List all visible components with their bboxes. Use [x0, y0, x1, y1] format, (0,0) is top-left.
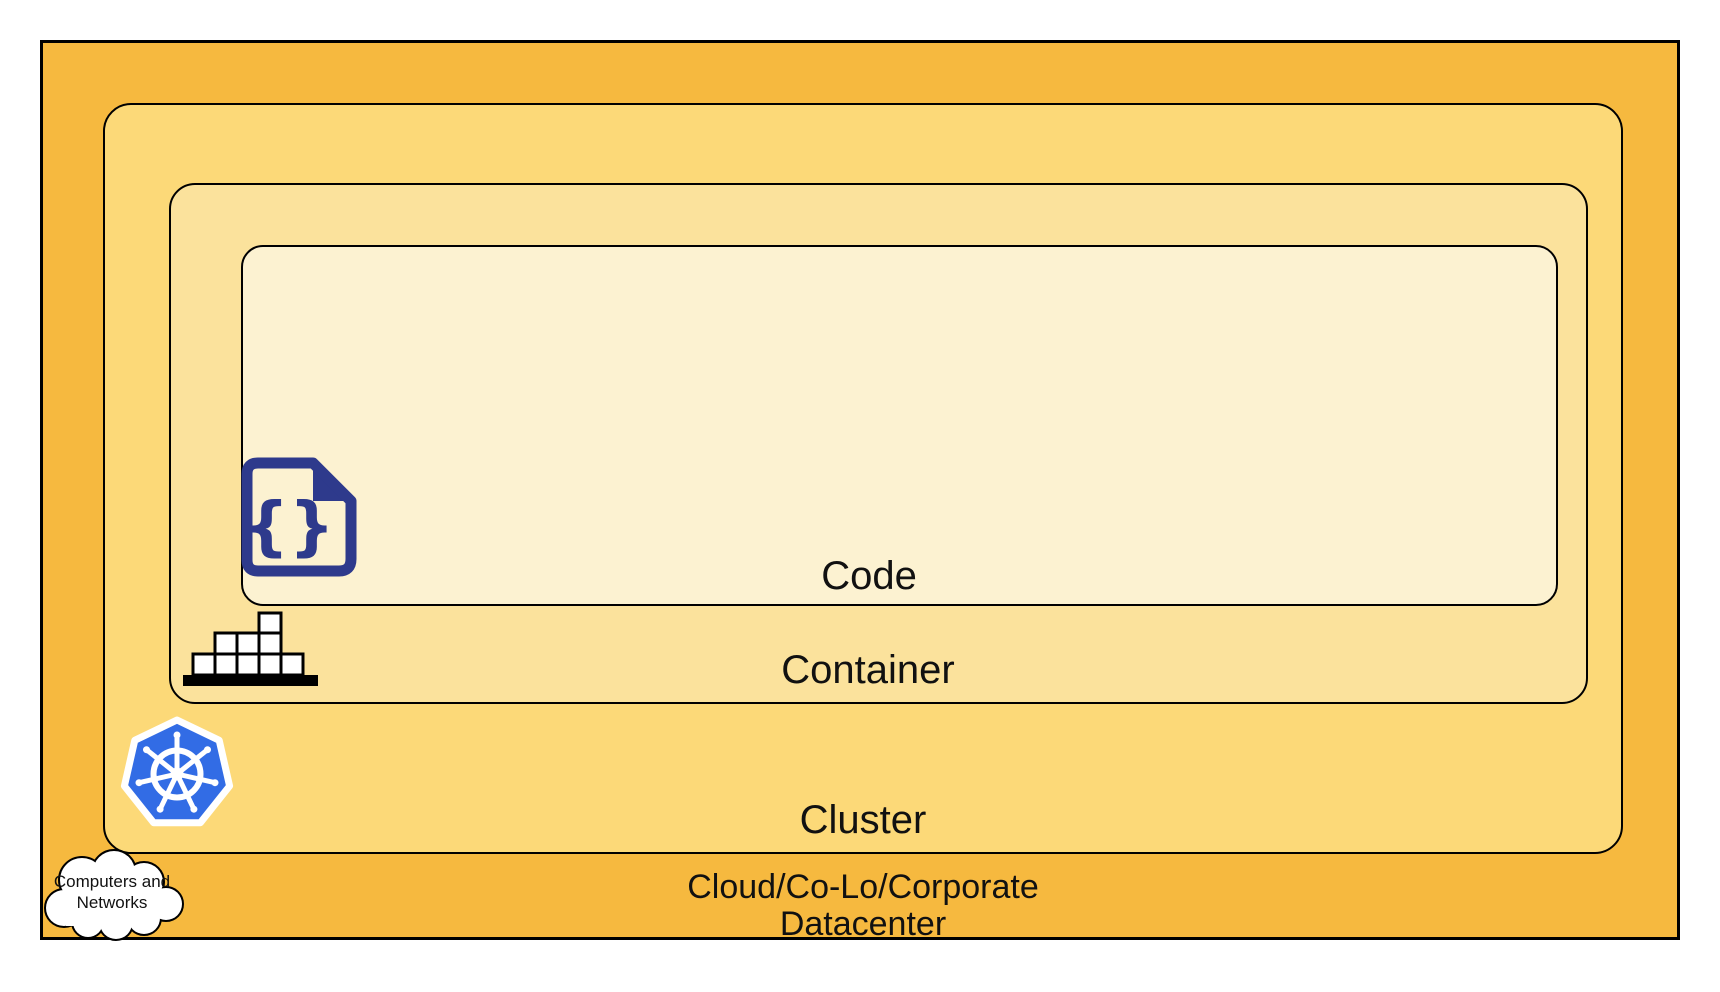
cloud-network-label: Computers and Networks	[36, 871, 188, 913]
cloud-network-svg	[44, 849, 184, 941]
layer-datacenter: Code Container Cluster Cloud/Co-Lo/Corpo…	[40, 40, 1680, 943]
kubernetes-wheel-hub	[170, 767, 184, 781]
code-file-icon: {}	[240, 456, 358, 578]
kubernetes-wheel-icon	[114, 711, 240, 837]
crate	[257, 631, 283, 656]
crate	[257, 652, 283, 677]
crate	[257, 611, 283, 636]
datacenter-label-line2: Datacenter	[779, 905, 947, 943]
stacked-containers-icon	[183, 611, 318, 687]
datacenter-label-line1: Cloud/Co-Lo/Corporate	[687, 868, 1039, 906]
code-file-outline	[241, 457, 357, 577]
code-file-icon-svg: {}	[241, 457, 357, 577]
stacked-containers-svg	[183, 611, 318, 686]
crate	[235, 652, 261, 677]
kubernetes-wheel-knobs	[135, 731, 219, 813]
crate	[235, 631, 261, 656]
layer-cluster: Code Container Cluster	[103, 103, 1623, 854]
cloud-network-label-line1: Computers and	[53, 872, 171, 891]
kubernetes-wheel-svg	[120, 716, 234, 827]
cloud-network-label-line2: Networks	[76, 893, 148, 912]
crate-base-platform	[183, 675, 318, 686]
container-label: Container	[781, 648, 955, 692]
crate	[279, 652, 305, 677]
code-braces-glyph: {}	[243, 490, 334, 564]
code-label: Code	[821, 554, 917, 598]
layer-container: Code Container	[169, 183, 1588, 704]
crate	[213, 652, 239, 677]
cluster-label: Cluster	[799, 798, 927, 842]
crate	[191, 652, 217, 677]
cloud-network-icon	[36, 846, 188, 943]
datacenter-label: Cloud/Co-Lo/Corporate Datacenter	[687, 869, 1039, 943]
crate	[213, 631, 239, 656]
kubernetes-wheel-ring	[150, 747, 204, 801]
cloud-body	[46, 851, 182, 939]
layer-code: Code	[241, 245, 1558, 606]
